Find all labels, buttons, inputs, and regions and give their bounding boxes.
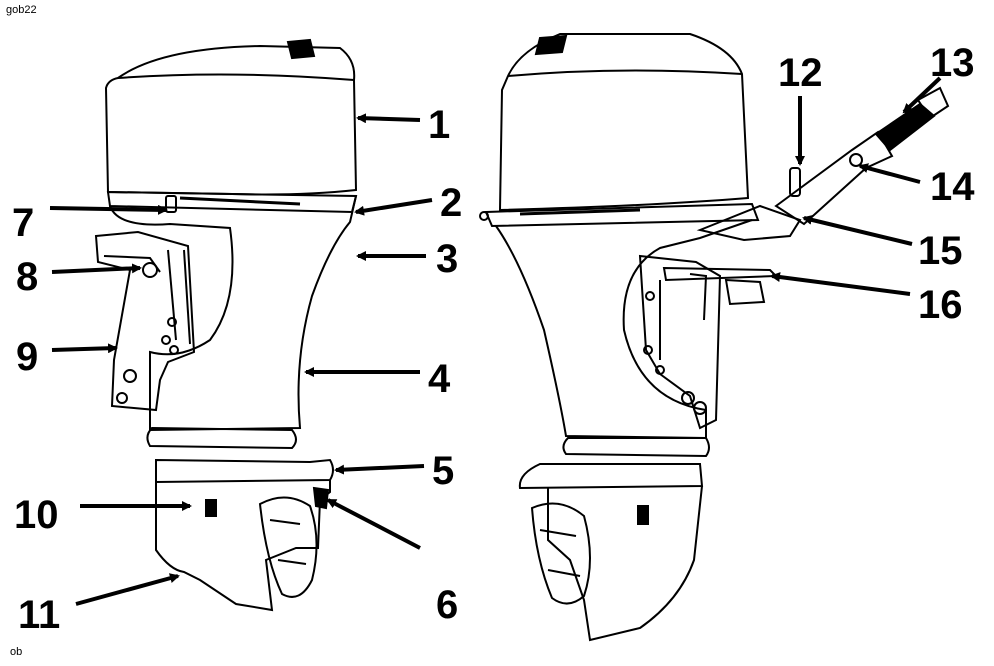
callout-8: 8: [16, 255, 38, 299]
arrow-1: [356, 113, 421, 124]
left-top-cowling: [104, 44, 358, 196]
arrow-9: [51, 343, 118, 354]
arrow-7: [49, 204, 168, 215]
arrow-5: [334, 464, 425, 475]
right-clamp-bracket: [638, 254, 722, 430]
arrow-14: [858, 163, 921, 184]
callout-4: 4: [428, 357, 451, 401]
callout-2: 2: [440, 181, 462, 225]
callout-15: 15: [918, 229, 963, 273]
callout-10: 10: [14, 493, 59, 537]
callout-13: 13: [930, 41, 975, 85]
callout-5: 5: [432, 449, 454, 493]
right-gearcase: [547, 485, 703, 642]
callout-7: 7: [12, 201, 34, 245]
callout-14: 14: [930, 165, 975, 209]
callout-16: 16: [918, 283, 963, 327]
right-outboard-motor: [479, 33, 950, 642]
callout-1: 1: [428, 103, 450, 147]
arrow-13: [902, 76, 942, 114]
right-lower-cowl: [495, 219, 753, 440]
left-propeller: [258, 496, 318, 598]
figure-code-bottom: ob: [10, 646, 23, 658]
callout-6: 6: [436, 583, 458, 627]
left-outboard-motor: [94, 38, 358, 612]
right-anti-splash-plate: [562, 437, 710, 458]
arrow-11: [75, 573, 180, 606]
right-propeller: [530, 502, 591, 605]
left-anti-cavitation-plate: [155, 458, 334, 484]
left-anti-splash-plate: [146, 426, 297, 450]
callout-arrows: [49, 76, 942, 606]
arrow-16: [770, 272, 911, 296]
arrow-2: [354, 198, 433, 216]
arrow-15: [802, 215, 913, 246]
callout-11: 11: [18, 593, 60, 637]
left-gearcase: [155, 480, 331, 612]
arrow-8: [51, 263, 142, 274]
right-top-cowling: [498, 33, 750, 212]
left-lower-cowl: [109, 195, 357, 432]
callout-labels: 1 2 3 4 5 6 7 8 9 10 11 12 13 14 15 16: [12, 41, 975, 637]
callout-9: 9: [16, 335, 38, 379]
tiller-handle: [774, 130, 894, 226]
figure-code-top: gob22: [6, 4, 37, 16]
callout-3: 3: [436, 237, 458, 281]
callout-12: 12: [778, 51, 823, 95]
arrow-6: [326, 498, 421, 550]
